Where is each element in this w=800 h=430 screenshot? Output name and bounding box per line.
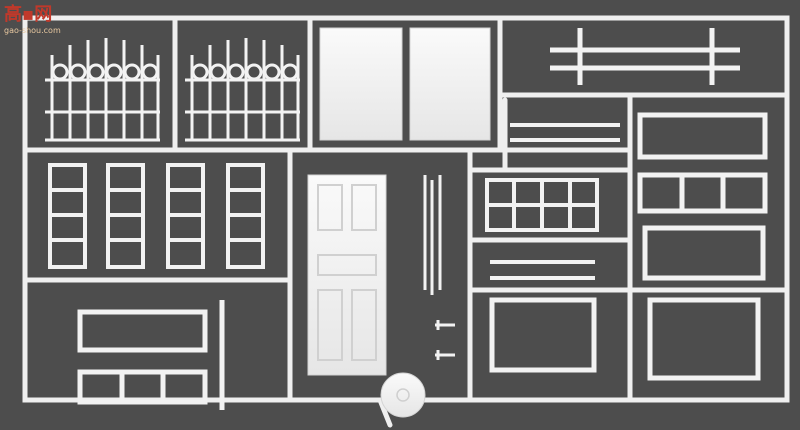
hinge-parts xyxy=(435,320,455,360)
watermark-domain: gao-shou.com xyxy=(4,26,61,35)
railing-parts-mid xyxy=(510,123,620,142)
panel-door xyxy=(307,174,387,376)
shutter-panels xyxy=(319,27,491,141)
frames-bottom-left xyxy=(77,300,225,410)
fence-section-right xyxy=(185,38,300,142)
large-window-frames xyxy=(489,112,768,381)
fence-section-left xyxy=(45,38,160,142)
window-grid-center xyxy=(485,178,599,232)
round-disc-part xyxy=(380,372,426,418)
window-frames-left xyxy=(48,163,265,269)
watermark-chars: 高▪网 xyxy=(4,3,52,25)
railing-parts-top-right xyxy=(550,28,740,85)
thin-rods xyxy=(423,175,442,295)
railing-lower-center xyxy=(490,260,595,280)
watermark-logo: 高▪网 gao-shou.com xyxy=(4,3,61,35)
